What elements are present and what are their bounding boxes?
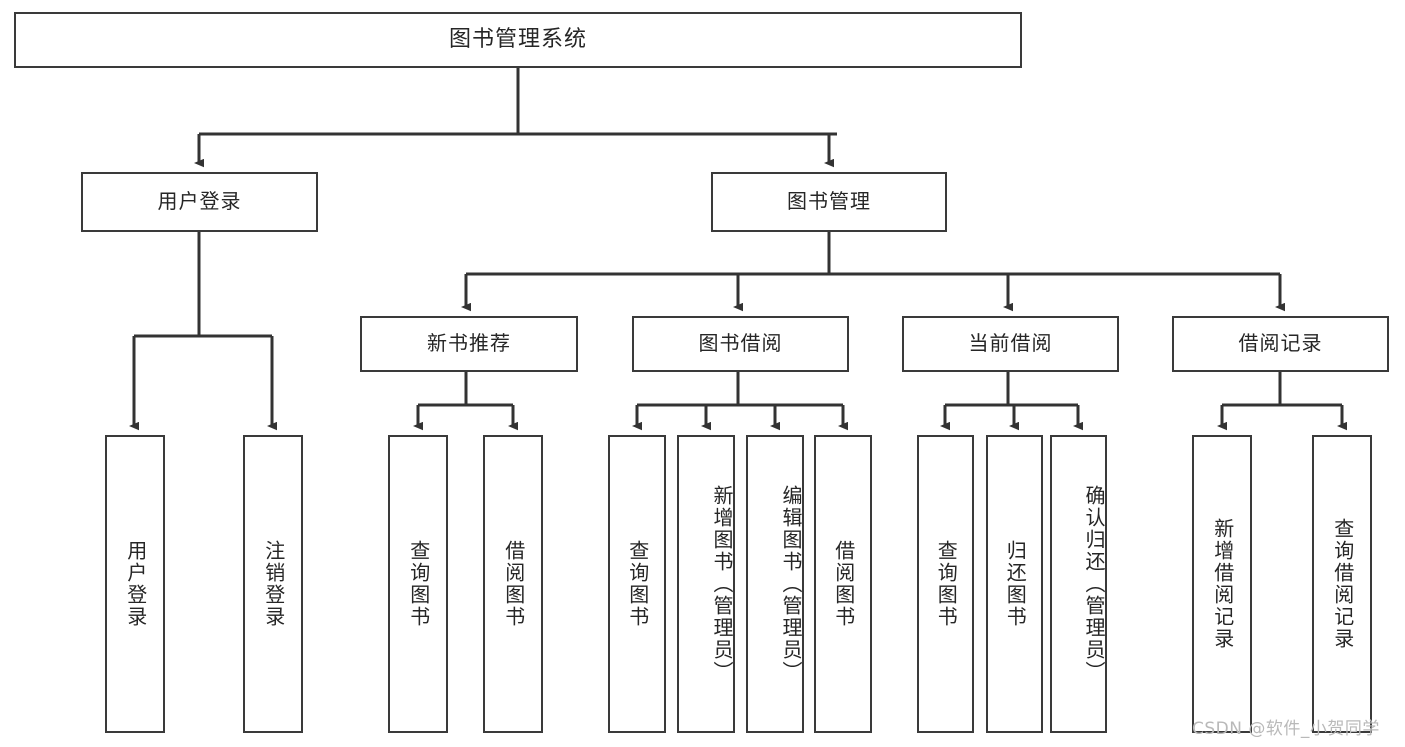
node-leaf-confirm-return[interactable]: 确认归还（管理员） [1050, 435, 1107, 733]
node-leaf-query-book-1[interactable]: 查询图书 [388, 435, 448, 733]
node-leaf-return-book[interactable]: 归还图书 [986, 435, 1043, 733]
node-leaf-logout[interactable]: 注销登录 [243, 435, 303, 733]
node-leaf-borrow-book-1[interactable]: 借阅图书 [483, 435, 543, 733]
node-book-manage[interactable]: 图书管理 [711, 172, 947, 232]
node-leaf-user-login[interactable]: 用户登录 [105, 435, 165, 733]
node-borrow-record[interactable]: 借阅记录 [1172, 316, 1389, 372]
node-leaf-query-book-2[interactable]: 查询图书 [608, 435, 666, 733]
csdn-watermark: CSDN @软件_小贺同学 [1192, 719, 1380, 739]
node-root-system[interactable]: 图书管理系统 [14, 12, 1022, 68]
node-leaf-edit-book[interactable]: 编辑图书（管理员） [746, 435, 804, 733]
node-leaf-query-book-3[interactable]: 查询图书 [917, 435, 974, 733]
node-book-borrow[interactable]: 图书借阅 [632, 316, 849, 372]
node-current-borrow[interactable]: 当前借阅 [902, 316, 1119, 372]
node-user-login[interactable]: 用户登录 [81, 172, 318, 232]
node-leaf-add-record[interactable]: 新增借阅记录 [1192, 435, 1252, 733]
node-new-book-recommend[interactable]: 新书推荐 [360, 316, 578, 372]
node-leaf-add-book[interactable]: 新增图书（管理员） [677, 435, 735, 733]
node-leaf-borrow-book-2[interactable]: 借阅图书 [814, 435, 872, 733]
node-leaf-query-record[interactable]: 查询借阅记录 [1312, 435, 1372, 733]
